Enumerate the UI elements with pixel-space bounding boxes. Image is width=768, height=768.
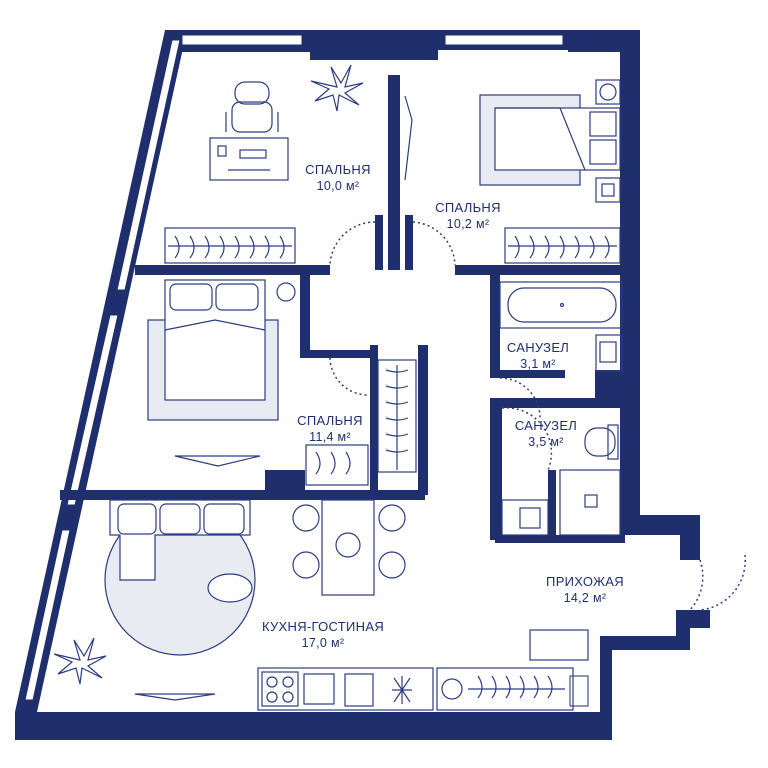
hallway-storage	[436, 629, 589, 711]
bed-icon	[494, 107, 621, 171]
room-label-bedroom-3: СПАЛЬНЯ 11,4 м²	[280, 413, 380, 445]
door-swing-icon	[689, 554, 747, 611]
bed-icon	[164, 279, 266, 401]
room-label-bedroom-1: СПАЛЬНЯ 10,0 м²	[288, 162, 388, 194]
door-swing-icon	[499, 377, 553, 471]
stove-icon	[261, 671, 299, 707]
dining-table-icon	[292, 499, 406, 596]
wardrobe-icon	[504, 227, 621, 264]
washing-machine-icon	[441, 678, 463, 700]
room-area: 10,0 м²	[316, 179, 360, 193]
shower-icon	[559, 469, 621, 536]
doormat-icon	[529, 629, 589, 661]
kitchen-counter	[257, 667, 434, 711]
room-label-bedroom-2: СПАЛЬНЯ 10,2 м²	[418, 200, 518, 232]
interior-walls	[60, 75, 625, 543]
window-icon	[24, 529, 71, 701]
room-label-bathroom-2: САНУЗЕЛ 3,5 м²	[496, 418, 596, 450]
nightstand-icon	[595, 79, 621, 105]
plant-icon	[53, 637, 107, 685]
room-area: 3,1 м²	[520, 357, 556, 371]
bedroom-2	[404, 79, 621, 264]
room-name: ПРИХОЖАЯ	[546, 574, 624, 589]
fridge-icon	[392, 676, 412, 704]
sink-icon	[501, 499, 549, 536]
desk-icon	[209, 137, 289, 181]
sink-icon	[303, 673, 335, 705]
desk-chair-icon	[225, 81, 279, 133]
plant-icon	[310, 64, 364, 112]
toilet-icon	[584, 424, 619, 460]
wardrobe-icon	[164, 227, 296, 264]
dishwasher-icon	[344, 673, 374, 707]
lamp-icon	[276, 282, 296, 302]
kitchen-living	[53, 499, 589, 711]
bedroom-3	[147, 279, 417, 486]
room-name: САНУЗЕЛ	[514, 418, 578, 433]
door-swing-icon	[329, 221, 376, 266]
room-label-hallway: ПРИХОЖАЯ 14,2 м²	[530, 574, 640, 606]
room-area: 10,2 м²	[446, 217, 490, 231]
room-name: СПАЛЬНЯ	[297, 413, 363, 428]
window-icon	[116, 39, 181, 291]
sink-icon	[595, 334, 623, 372]
bedroom-1	[164, 64, 364, 264]
bathtub-icon	[499, 281, 623, 329]
wardrobe-icon	[305, 359, 417, 486]
room-name: КУХНЯ-ГОСТИНАЯ	[261, 619, 385, 634]
bathroom-2	[501, 424, 621, 536]
windows	[24, 34, 589, 707]
room-name: СПАЛЬНЯ	[435, 200, 501, 215]
window-sill	[134, 693, 216, 701]
room-label-bathroom-1: САНУЗЕЛ 3,1 м²	[488, 340, 588, 372]
nightstand-icon	[595, 177, 621, 203]
room-area: 14,2 м²	[563, 591, 607, 605]
window-icon	[444, 34, 564, 46]
room-name: САНУЗЕЛ	[506, 340, 570, 355]
coffee-table-icon	[207, 573, 253, 603]
room-area: 3,5 м²	[528, 435, 564, 449]
door-swings	[329, 221, 747, 611]
room-area: 17,0 м²	[301, 636, 345, 650]
door-swing-icon	[404, 95, 413, 181]
door-swing-icon	[329, 357, 369, 396]
towel-rail	[598, 375, 620, 398]
window-icon	[66, 314, 119, 506]
window-sill	[174, 455, 261, 467]
window-icon	[569, 675, 589, 707]
sofa-icon	[109, 499, 251, 581]
room-area: 11,4 м²	[309, 430, 351, 444]
room-name: СПАЛЬНЯ	[305, 162, 371, 177]
window-icon	[181, 34, 303, 46]
room-label-kitchen-living: КУХНЯ-ГОСТИНАЯ 17,0 м²	[248, 619, 398, 651]
bathroom-1	[499, 281, 623, 398]
